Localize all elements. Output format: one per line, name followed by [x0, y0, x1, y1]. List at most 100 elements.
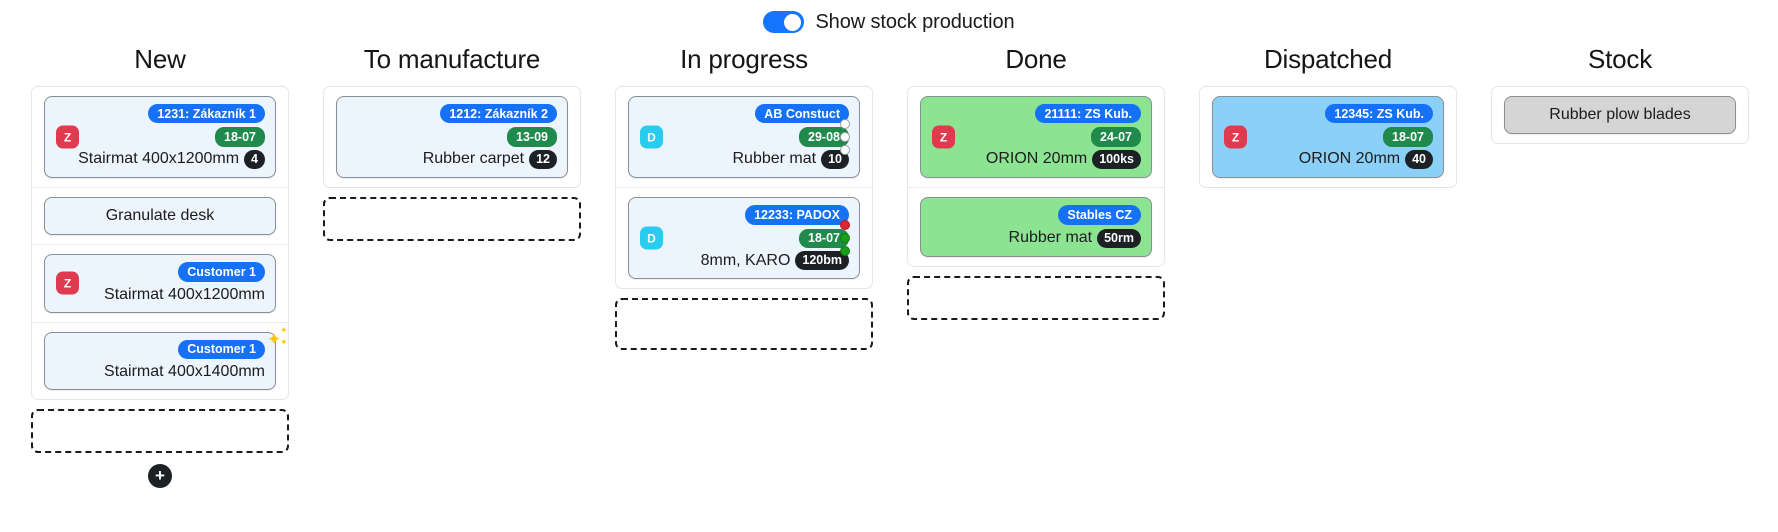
product-row: Granulate desk [106, 207, 215, 225]
product-name: Stairmat 400x1200mm [104, 285, 265, 303]
due-date-badge: 18-07 [215, 127, 265, 147]
product-name: ORION 20mm [1298, 150, 1401, 168]
customer-badge: Stables CZ [1058, 205, 1141, 225]
status-dot-green[interactable] [840, 246, 850, 257]
due-date-badge: 29-08 [799, 127, 849, 147]
customer-badge: AB Constuct [755, 104, 849, 124]
product-name: 8mm, KARO [700, 251, 791, 269]
card-marker-badge: Z [932, 125, 955, 149]
due-date-badge: 18-07 [1383, 127, 1433, 147]
product-row: Stairmat 400x1200mm [104, 286, 265, 304]
status-dot-empty[interactable] [840, 119, 850, 130]
customer-badge: 21111: ZS Kub. [1035, 104, 1141, 124]
product-name: Rubber plow blades [1549, 106, 1691, 123]
column-title: Dispatched [1263, 44, 1393, 74]
due-date-badge: 24-07 [1091, 127, 1141, 147]
product-row: Stairmat 400x1400mm [104, 363, 265, 381]
customer-badge: 12345: ZS Kub. [1325, 104, 1433, 124]
status-dot-red[interactable] [840, 220, 850, 231]
status-dot-empty[interactable] [840, 132, 850, 143]
quantity-badge: 50rm [1097, 228, 1141, 248]
status-dot-empty[interactable] [840, 145, 850, 156]
product-row: Rubber plow blades [1549, 106, 1690, 124]
customer-badge: 12233: PADOX [745, 205, 849, 225]
toolbar: Show stock production [0, 0, 1778, 44]
add-button-wrap: + [31, 463, 289, 488]
quantity-badge: 120bm [795, 250, 849, 271]
card-marker-badge: Z [1224, 125, 1247, 149]
drop-zone[interactable] [907, 275, 1165, 320]
sparkle-icon: ✦✦✦ [267, 324, 288, 349]
card-marker-badge: Z [56, 125, 79, 149]
product-name: Stairmat 400x1200mm [78, 150, 240, 168]
quantity-badge: 100ks [1092, 149, 1141, 170]
card-stack: Rubber plow blades [1491, 86, 1749, 144]
status-dots[interactable] [840, 220, 850, 257]
customer-badge: 1231: Zákazník 1 [148, 104, 265, 124]
status-dots[interactable] [840, 119, 850, 156]
drop-zone[interactable] [323, 197, 581, 242]
order-card[interactable]: Rubber plow blades [1504, 96, 1736, 134]
product-name: Rubber mat [1008, 229, 1093, 247]
product-name: Rubber mat [732, 150, 817, 168]
product-name: Granulate desk [105, 207, 215, 225]
customer-badge: 1212: Zákazník 2 [440, 104, 557, 124]
column-body: Rubber plow blades [1491, 86, 1749, 144]
column-title: New [134, 44, 186, 74]
card-marker-badge: D [640, 125, 663, 149]
show-stock-production-toggle[interactable] [763, 11, 805, 33]
product-name: Rubber carpet [422, 150, 525, 168]
drop-zone[interactable] [615, 298, 873, 351]
product-name: Stairmat 400x1400mm [104, 362, 265, 380]
quantity-badge: 4 [244, 149, 265, 170]
quantity-badge: 12 [529, 149, 557, 170]
show-stock-production-label: Show stock production [815, 10, 1015, 33]
drop-zone[interactable] [31, 408, 289, 453]
status-dot-green[interactable] [840, 233, 850, 244]
add-card-button[interactable]: + [148, 463, 172, 488]
customer-badge: Customer 1 [178, 262, 265, 282]
product-name: ORION 20mm [985, 150, 1088, 168]
column-title: In progress [680, 44, 808, 74]
order-card[interactable]: Granulate desk [44, 197, 276, 236]
due-date-badge: 13-09 [507, 127, 557, 147]
due-date-badge: 18-07 [799, 228, 849, 248]
